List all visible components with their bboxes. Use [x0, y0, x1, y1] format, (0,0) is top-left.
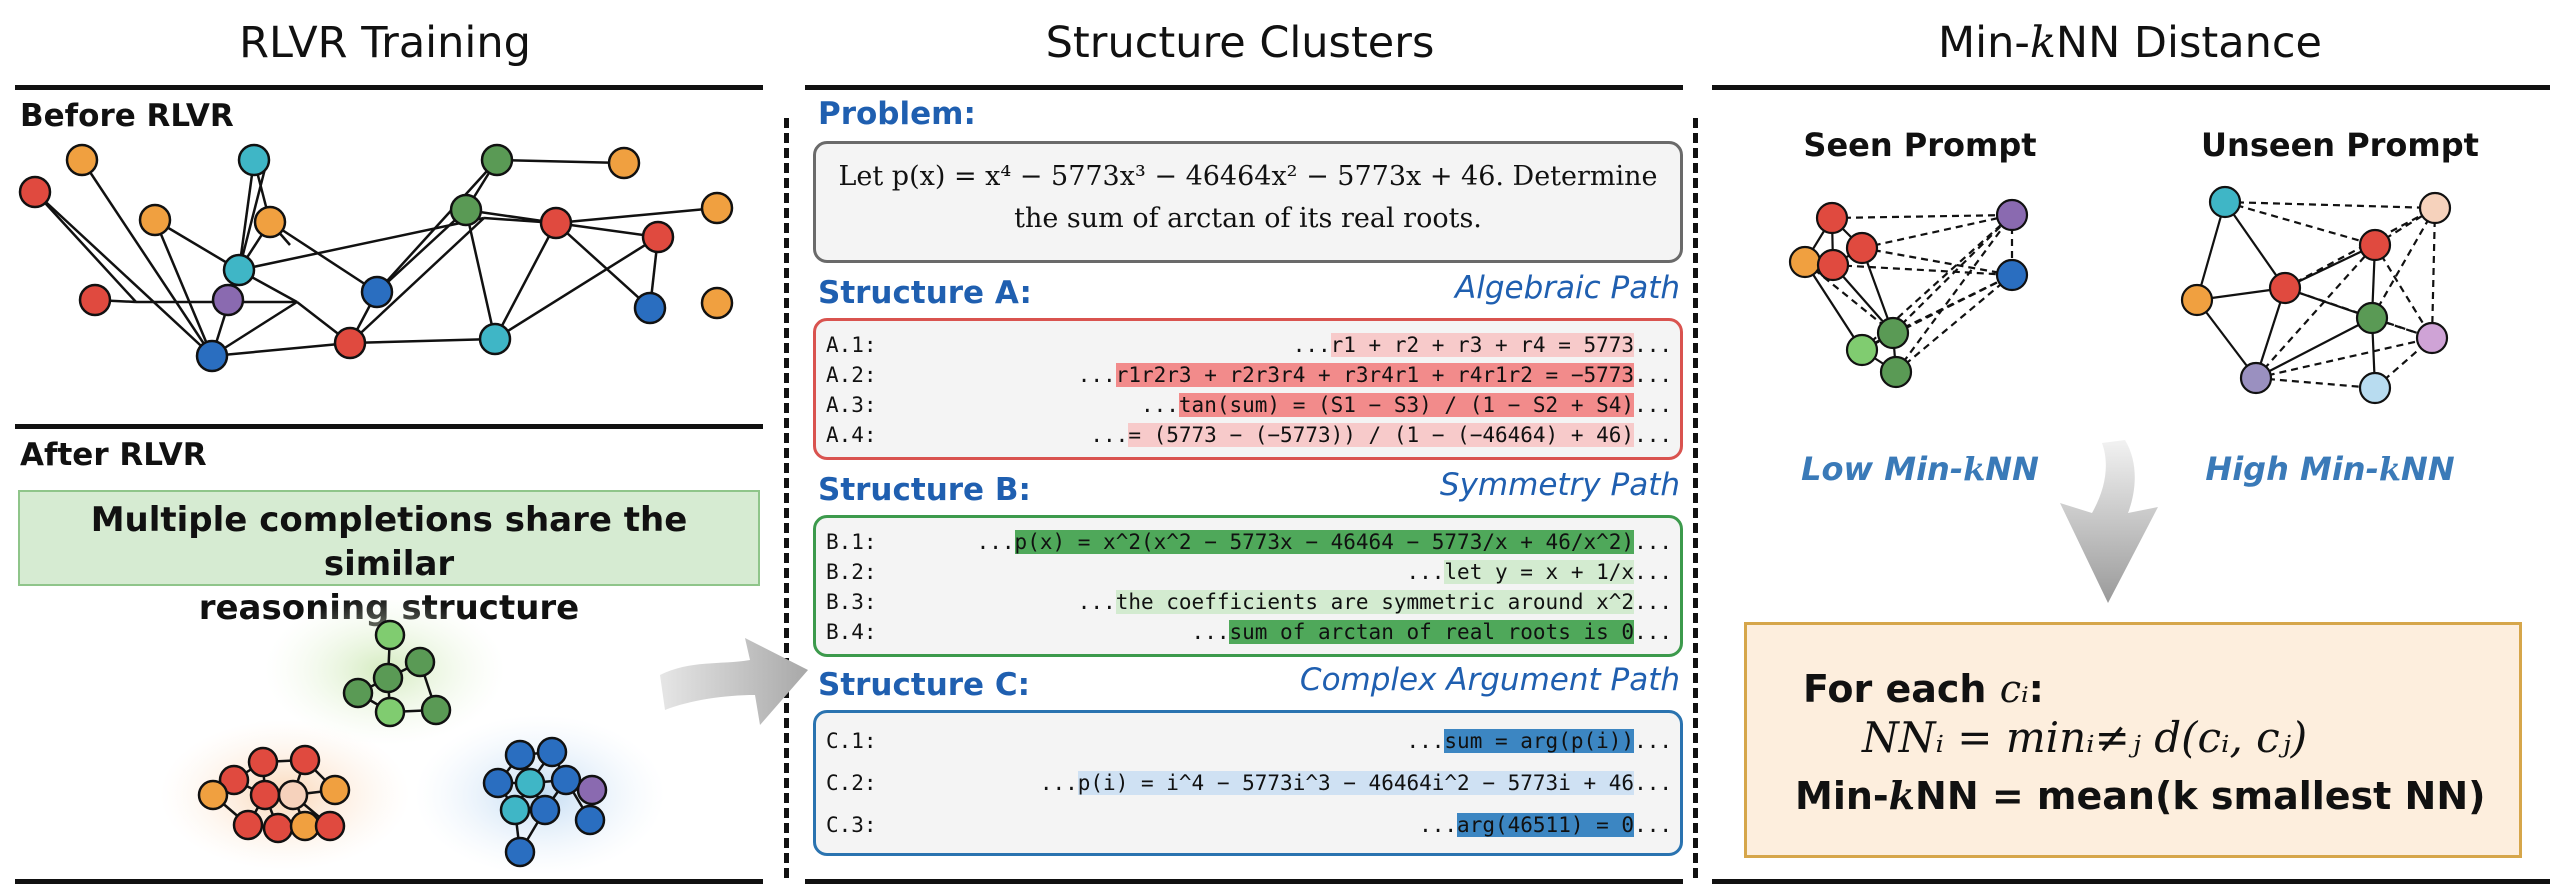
banner-line-1: Multiple completions share the similar	[90, 500, 688, 584]
row-label: C.2:	[826, 771, 877, 795]
row-c1: C.1: ...sum = arg(p(i))...	[816, 727, 1680, 755]
high-k: k	[2378, 450, 2402, 488]
low-prefix: Low Min-	[1801, 450, 1964, 488]
row-a1: A.1: ...r1 + r2 + r3 + r4 = 5773...	[816, 331, 1680, 359]
row-b3: B.3: ...the coefficients are symmetric a…	[816, 588, 1680, 616]
structure-c-heading: Structure C:	[818, 667, 1031, 703]
row-label: B.2:	[826, 560, 877, 584]
high-min-knn-label: High Min-kNN	[2170, 450, 2490, 488]
problem-line-2: the sum of arctan of its real roots.	[1014, 203, 1482, 234]
structure-c-box: C.1: ...sum = arg(p(i))... C.2: ...p(i) …	[813, 710, 1683, 856]
row-b4: B.4: ...sum of arctan of real roots is 0…	[816, 618, 1680, 646]
row-c3: C.3: ...arg(46511) = 0...	[816, 811, 1680, 839]
bottom-rule-middle	[805, 879, 1683, 884]
title-k: k	[2029, 18, 2056, 68]
row-code: ...sum of arctan of real roots is 0...	[1191, 620, 1672, 644]
title-structure-clusters: Structure Clusters	[1045, 18, 1435, 68]
high-nn: NN	[2401, 450, 2455, 488]
unseen-prompt-label: Unseen Prompt	[2201, 126, 2479, 164]
low-nn: NN	[1985, 450, 2039, 488]
structure-c-path-label: Complex Argument Path	[1299, 662, 1680, 698]
row-label: A.3:	[826, 393, 877, 417]
structure-b-path-label: Symmetry Path	[1439, 467, 1680, 503]
top-rule-left	[15, 85, 763, 90]
low-min-knn-label: Low Min-kNN	[1760, 450, 2080, 488]
seen-prompt-graph	[1788, 198, 2029, 389]
formula-for-each: For each cᵢ:	[1803, 667, 2044, 711]
structure-b-box: B.1: ...p(x) = x^2(x^2 − 5773x − 46464 −…	[813, 515, 1683, 657]
unseen-prompt-graph	[2180, 185, 2452, 405]
bottom-rule-right	[1712, 879, 2550, 884]
problem-label: Problem:	[818, 96, 976, 132]
row-label: A.1:	[826, 333, 877, 357]
row-label: B.4:	[826, 620, 877, 644]
min-knn-formula-box: For each cᵢ: NNᵢ = minᵢ≠ⱼ d(cᵢ, cⱼ) Min-…	[1744, 622, 2522, 858]
row-code: ...sum = arg(p(i))...	[1406, 729, 1672, 753]
structure-b-heading: Structure B:	[818, 472, 1031, 508]
top-rule-middle	[805, 85, 1683, 90]
row-code: ...r1r2r3 + r2r3r4 + r3r4r1 + r4r1r2 = −…	[1077, 363, 1672, 387]
row-label: A.2:	[826, 363, 877, 387]
row-code: ...p(i) = i^4 − 5773i^3 − 46464i^2 − 577…	[1039, 771, 1672, 795]
flow-arrow-down-icon	[2060, 440, 2158, 603]
row-label: A.4:	[826, 423, 877, 447]
top-rule-right	[1712, 85, 2550, 90]
shared-structure-banner: Multiple completions share the similar r…	[18, 490, 760, 628]
row-b2: B.2: ...let y = x + 1/x...	[816, 558, 1680, 586]
row-a2: A.2: ...r1r2r3 + r2r3r4 + r3r4r1 + r4r1r…	[816, 361, 1680, 389]
left-mid-rule	[15, 424, 763, 429]
row-code: ...= (5773 − (−5773)) / (1 − (−46464) + …	[1090, 423, 1672, 447]
row-c2: C.2: ...p(i) = i^4 − 5773i^3 − 46464i^2 …	[816, 769, 1680, 797]
title-rlvr-training: RLVR Training	[239, 18, 531, 68]
structure-a-path-label: Algebraic Path	[1455, 270, 1680, 306]
flow-arrow-left-icon	[660, 638, 808, 725]
problem-box: Let p(x) = x⁴ − 5773x³ − 46464x² − 5773x…	[813, 141, 1683, 263]
structure-a-box: A.1: ...r1 + r2 + r3 + r4 = 5773... A.2:…	[813, 318, 1683, 460]
low-k: k	[1963, 450, 1986, 488]
row-label: B.3:	[826, 590, 877, 614]
row-label: C.3:	[826, 813, 877, 837]
title-nn-suffix: NN Distance	[2055, 18, 2322, 68]
before-rlvr-label: Before RLVR	[20, 98, 234, 134]
row-a3: A.3: ...tan(sum) = (S1 − S3) / (1 − S2 +…	[816, 391, 1680, 419]
title-min-knn-distance: Min-kNN Distance	[1710, 18, 2550, 68]
seen-prompt-label: Seen Prompt	[1803, 126, 2037, 164]
row-code: ...let y = x + 1/x...	[1406, 560, 1672, 584]
row-code: ...p(x) = x^2(x^2 − 5773x − 46464 − 5773…	[976, 530, 1672, 554]
problem-line-1: Let p(x) = x⁴ − 5773x³ − 46464x² − 5773x…	[838, 161, 1658, 192]
title-min-prefix: Min-	[1938, 18, 2030, 68]
row-a4: A.4: ...= (5773 − (−5773)) / (1 − (−4646…	[816, 421, 1680, 449]
row-code: ...the coefficients are symmetric around…	[1077, 590, 1672, 614]
divider-dashed-left	[784, 118, 789, 878]
bottom-rule-left	[15, 879, 763, 884]
row-label: C.1:	[826, 729, 877, 753]
row-b1: B.1: ...p(x) = x^2(x^2 − 5773x − 46464 −…	[816, 528, 1680, 556]
high-prefix: High Min-	[2205, 450, 2379, 488]
divider-dashed-right	[1693, 118, 1698, 878]
row-code: ...tan(sum) = (S1 − S3) / (1 − S2 + S4).…	[1140, 393, 1672, 417]
formula-nn-definition: NNᵢ = minᵢ≠ⱼ d(cᵢ, cⱼ)	[1862, 713, 2308, 762]
before-rlvr-graph	[18, 143, 734, 373]
after-rlvr-clusters	[160, 600, 665, 875]
formula-min-knn: Min-kNN = mean(k smallest NN)	[1795, 773, 2486, 818]
row-code: ...r1 + r2 + r3 + r4 = 5773...	[1292, 333, 1672, 357]
structure-a-heading: Structure A:	[818, 275, 1032, 311]
row-code: ...arg(46511) = 0...	[1419, 813, 1672, 837]
after-rlvr-label: After RLVR	[20, 437, 207, 473]
row-label: B.1:	[826, 530, 877, 554]
